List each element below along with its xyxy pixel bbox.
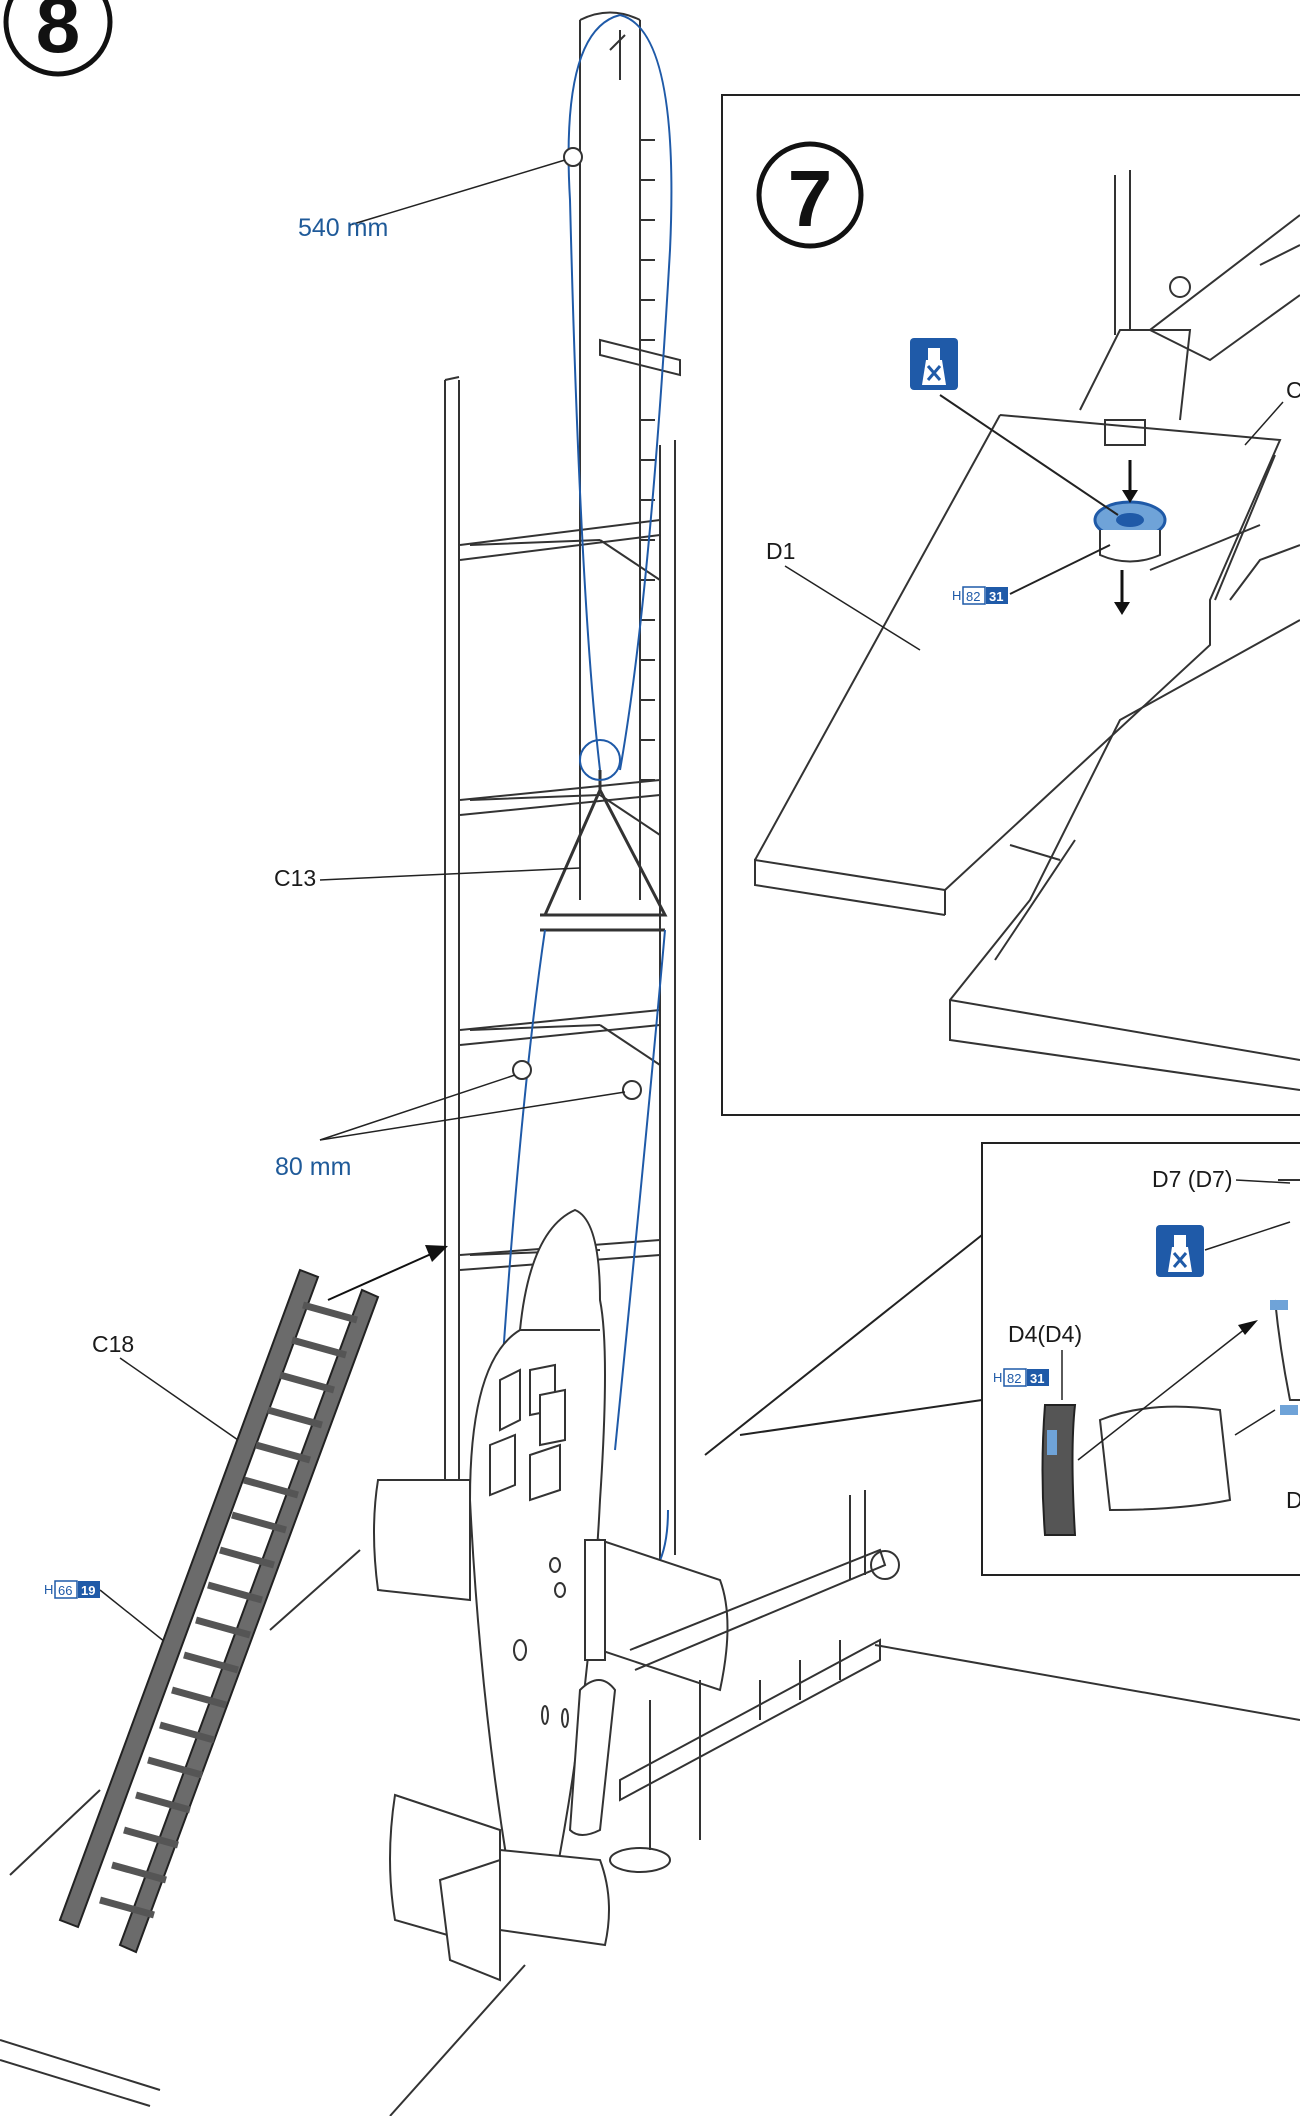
paint-code-chip: H 66 19 xyxy=(44,1580,100,1599)
svg-text:H: H xyxy=(44,1582,53,1597)
step-7-marker: 7 xyxy=(756,141,864,249)
launch-tower xyxy=(444,11,681,1560)
base-plate-d1 xyxy=(754,414,1300,1091)
rope-length-540: 540 mm xyxy=(298,214,388,242)
svg-text:31: 31 xyxy=(989,589,1003,604)
inset-panel-fin-detail: D7 (D7) D4(D4) H 82 31 D xyxy=(704,1142,1300,1576)
inset-panel-step-7: 7 xyxy=(721,94,1300,1116)
cement-glue-icon xyxy=(1156,1225,1204,1277)
svg-text:19: 19 xyxy=(81,1583,95,1598)
rope-length-80: 80 mm xyxy=(275,1153,351,1181)
svg-text:66: 66 xyxy=(58,1583,72,1598)
paint-code-chip: H 82 31 xyxy=(993,1368,1049,1387)
sling-c13 xyxy=(540,770,668,932)
svg-text:H: H xyxy=(952,588,961,603)
step-8-marker: 8 xyxy=(3,0,113,77)
svg-text:31: 31 xyxy=(1030,1371,1044,1386)
part-label-d1: D1 xyxy=(766,538,795,564)
ground-base xyxy=(0,1549,1300,2116)
socket-part xyxy=(1093,460,1167,615)
rocket-body xyxy=(373,1208,729,1982)
paint-code-chip: H 82 31 xyxy=(952,586,1008,605)
part-label-d7: D7 (D7) xyxy=(1152,1166,1233,1192)
launch-ramp xyxy=(609,1490,900,1873)
svg-text:H: H xyxy=(993,1370,1002,1385)
part-label-c13: C13 xyxy=(274,865,316,891)
measure-points xyxy=(512,147,642,1100)
crane-detail xyxy=(1079,170,1300,446)
cement-glue-icon xyxy=(910,338,958,390)
rope-lines xyxy=(499,14,673,1571)
ladder-c18 xyxy=(58,1268,380,1954)
part-label-d-partial: D xyxy=(1286,1487,1300,1513)
svg-text:82: 82 xyxy=(1007,1371,1021,1386)
fin-part-d4 xyxy=(1041,1404,1077,1536)
part-label-c18: C18 xyxy=(92,1331,134,1357)
part-label-d4: D4(D4) xyxy=(1008,1321,1082,1347)
leader-lines xyxy=(99,159,626,1651)
step-7-number: 7 xyxy=(788,154,833,243)
part-label-c-partial: C xyxy=(1286,377,1300,403)
svg-text:82: 82 xyxy=(966,589,980,604)
step-8-number: 8 xyxy=(36,0,81,69)
